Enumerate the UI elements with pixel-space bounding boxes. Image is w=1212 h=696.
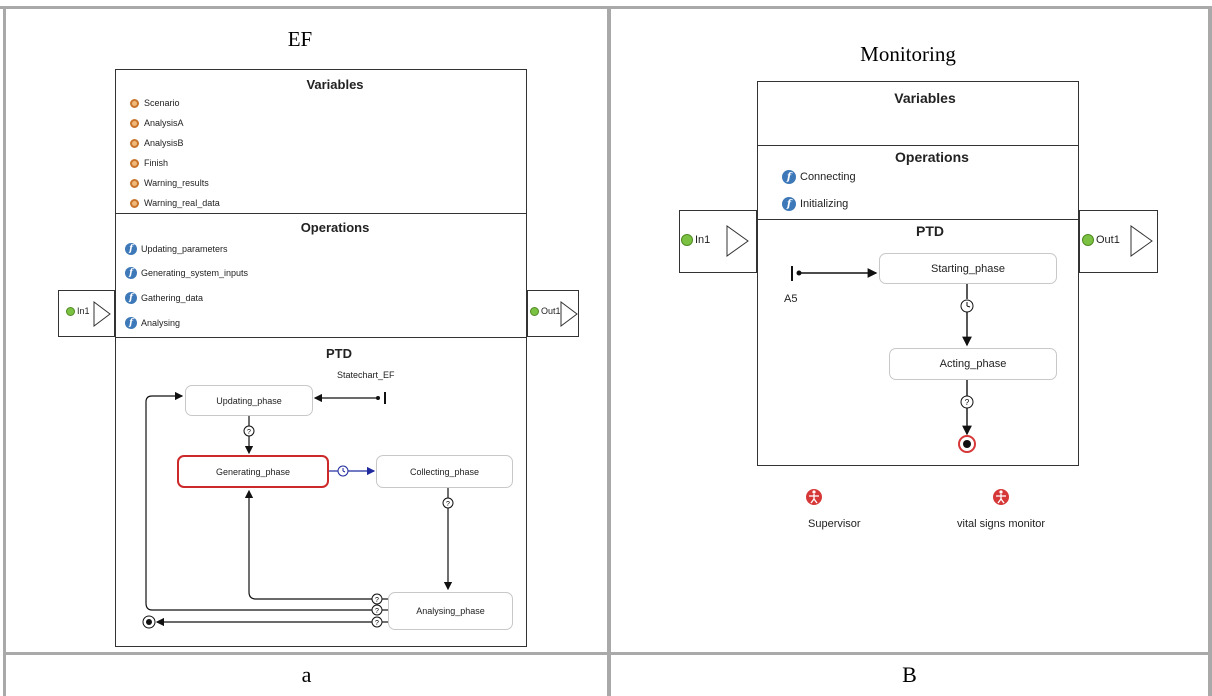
state-starting-phase[interactable]: Starting_phase: [879, 253, 1057, 284]
panel-a-divider-2: [115, 337, 527, 338]
variable-circle-icon: [130, 118, 139, 128]
panel-b-out-port-label: Out1: [1082, 234, 1120, 246]
green-port-icon: [1082, 234, 1094, 246]
state-analysing-phase[interactable]: Analysing_phase: [388, 592, 513, 630]
transition-b-initial-to-starting: [791, 266, 878, 281]
svg-text:?: ?: [247, 429, 251, 436]
panel-a-out-port-label: Out1: [530, 306, 561, 316]
variable-item: AnalysisB: [130, 138, 184, 148]
transition-b-starting-to-acting: [960, 284, 974, 347]
actor-vital-signs-label: vital signs monitor: [957, 518, 1046, 530]
statechart-label: Statechart_EF: [337, 370, 395, 380]
out-port-arrow-icon: [1130, 225, 1153, 257]
state-acting-phase[interactable]: Acting_phase: [889, 348, 1057, 380]
state-generating-phase[interactable]: Generating_phase: [177, 455, 329, 488]
panel-a-ptd-title: PTD: [326, 346, 352, 361]
function-f-icon: f: [782, 170, 796, 184]
actor-supervisor-label: Supervisor: [808, 518, 861, 530]
transition-analysing-to-final: ?: [142, 615, 388, 629]
table-border-right: [1208, 6, 1212, 696]
panel-a-variables-title: Variables: [306, 77, 364, 92]
svg-text:?: ?: [375, 608, 379, 615]
variable-circle-icon: [130, 98, 139, 108]
transition-generating-to-collecting: [329, 465, 376, 477]
variable-item: Warning_results: [130, 178, 209, 188]
variable-circle-icon: [130, 158, 139, 168]
green-port-icon: [530, 306, 539, 316]
green-port-icon: [681, 234, 693, 246]
variable-item: Finish: [130, 158, 168, 168]
in-port-arrow-icon: [726, 225, 749, 257]
svg-text:?: ?: [446, 501, 450, 508]
variable-item: Warning_real_data: [130, 198, 220, 208]
state-updating-phase[interactable]: Updating_phase: [185, 385, 313, 416]
svg-text:?: ?: [375, 597, 379, 604]
panel-a-operations-title: Operations: [300, 220, 370, 235]
initial-label-a5: A5: [784, 293, 798, 305]
panel-b-in-port-label: In1: [681, 234, 710, 246]
function-f-icon: f: [125, 317, 137, 329]
panel-b-caption: B: [902, 662, 917, 687]
function-f-icon: f: [125, 243, 137, 255]
panel-a-divider-1: [115, 213, 527, 214]
in-port-arrow-icon: [93, 301, 111, 327]
function-f-icon: f: [125, 267, 137, 279]
variable-circle-icon: [130, 138, 139, 148]
panel-a-title: EF: [287, 27, 313, 51]
state-collecting-phase[interactable]: Collecting_phase: [376, 455, 513, 488]
variable-circle-icon: [130, 178, 139, 188]
function-f-icon: f: [782, 197, 796, 211]
panel-b-operations-title: Operations: [895, 149, 969, 165]
transition-analysing-to-updating: ?: [145, 391, 388, 616]
panel-b-divider-2: [757, 219, 1079, 220]
transition-b-acting-to-final: ?: [958, 380, 976, 453]
transition-analysing-to-generating: ?: [244, 489, 388, 605]
table-border-middle: [607, 6, 611, 696]
variable-circle-icon: [130, 198, 139, 208]
table-border-left: [3, 6, 6, 696]
panel-b-title: Monitoring: [860, 42, 956, 66]
table-border-top: [0, 6, 1212, 9]
panel-a-in-port-label: In1: [66, 306, 90, 316]
transition-updating-to-generating: ?: [243, 416, 255, 455]
table-border-caption-row: [3, 652, 1212, 655]
function-f-icon: f: [125, 292, 137, 304]
svg-text:?: ?: [965, 398, 970, 407]
panel-b-ptd-title: PTD: [916, 223, 944, 239]
panel-a-block: [115, 69, 527, 647]
variable-item: Scenario: [130, 98, 180, 108]
panel-b-variables-title: Variables: [894, 90, 956, 106]
panel-a-caption: a: [301, 662, 312, 687]
panel-b-divider-1: [757, 145, 1079, 146]
variable-item: AnalysisA: [130, 118, 184, 128]
svg-text:?: ?: [375, 620, 379, 627]
actor-figure: [809, 490, 1006, 504]
transition-collecting-to-analysing: ?: [442, 488, 454, 591]
out-port-arrow-icon: [560, 301, 578, 327]
transition-initial-to-updating: [313, 392, 386, 404]
green-port-icon: [66, 306, 75, 316]
